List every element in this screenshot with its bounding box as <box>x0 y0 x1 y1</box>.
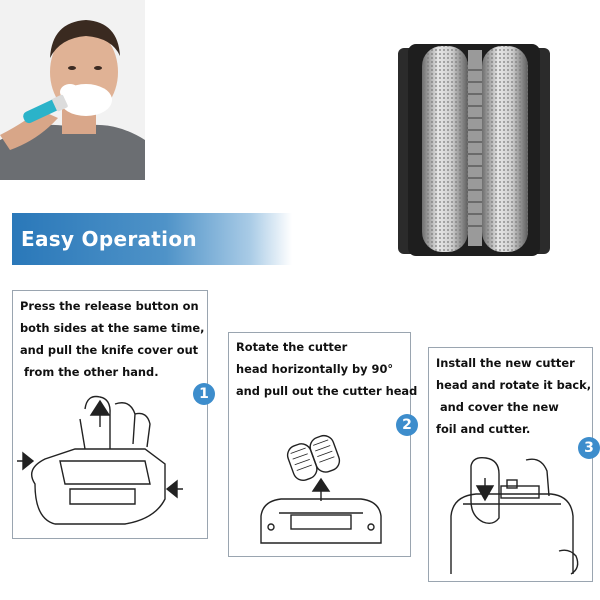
step-3-badge: 3 <box>578 437 600 459</box>
step-2-line-1: Rotate the cutter <box>236 340 348 354</box>
step-3-box: Install the new cutter head and rotate i… <box>428 347 593 582</box>
hand-press-arrow-diagram <box>15 389 185 534</box>
step-1-line-4: from the other hand. <box>20 365 159 379</box>
step-1-line-3: and pull the knife cover out <box>20 343 199 357</box>
step-1-badge: 1 <box>193 383 215 405</box>
step-1-line-1: Press the release button on <box>20 299 199 313</box>
step-2-line-3: and pull out the cutter head <box>236 384 418 398</box>
hand-install-arrow-diagram <box>441 456 586 576</box>
step-3-line-3: and cover the new <box>436 400 559 414</box>
step-2-line-2: head horizontally by 90° <box>236 362 394 376</box>
step-1-box: Press the release button on both sides a… <box>12 290 208 539</box>
step-2-box: Rotate the cutter head horizontally by 9… <box>228 332 417 557</box>
cutter-head-arrow-diagram <box>251 431 391 546</box>
step-1-line-2: both sides at the same time, <box>20 321 205 335</box>
step-3-line-1: Install the new cutter <box>436 356 575 370</box>
man-shaving-photo <box>0 0 145 180</box>
step-3-line-4: foil and cutter. <box>436 422 531 436</box>
easy-operation-banner: Easy Operation <box>12 213 292 265</box>
step-3-line-2: head and rotate it back, <box>436 378 592 392</box>
foil-cutter-head-product <box>398 40 550 258</box>
step-2-badge: 2 <box>396 414 418 436</box>
banner-title: Easy Operation <box>21 227 197 251</box>
